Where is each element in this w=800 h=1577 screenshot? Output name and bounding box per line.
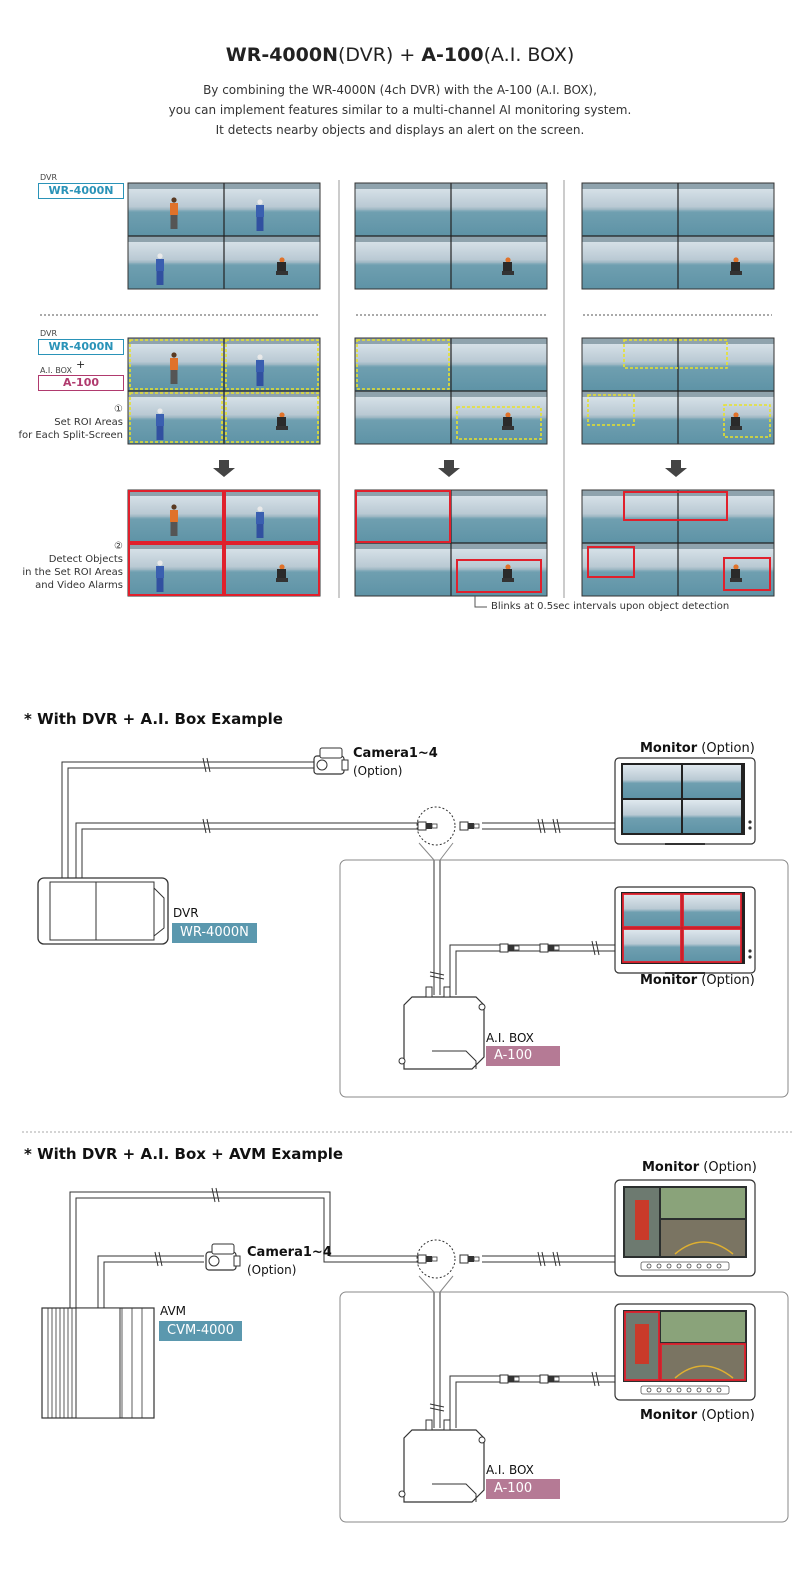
avm-monitor-top [614, 1179, 756, 1277]
monitor-bottom-label-ex2: Monitor (Option) [640, 1408, 755, 1423]
ai-model-plate-ex2: A-100 [486, 1479, 560, 1499]
screen-row3-col3 [582, 490, 774, 596]
screen-row1-col3 [582, 183, 774, 289]
monitor-bottom-label-ex1: Monitor (Option) [640, 973, 755, 988]
dvr-device [37, 877, 169, 945]
blink-note: Blinks at 0.5sec intervals upon object d… [491, 601, 730, 612]
avm-monitor-bottom-alarm [614, 1303, 756, 1401]
monitor-top-label-ex2: Monitor (Option) [642, 1160, 757, 1175]
cable-break-icon [154, 1187, 600, 1412]
intro-text: By combining the WR-4000N (4ch DVR) with… [168, 83, 632, 137]
dvr-model-plate-ex1: WR-4000N [172, 923, 257, 943]
monitor-top [614, 757, 756, 845]
screen-row2-col1 [128, 338, 320, 444]
step2-text: ② Detect Objects in the Set ROI Areas an… [22, 541, 123, 591]
example1-heading: * With DVR + A.I. Box Example [24, 710, 283, 728]
avm-model-plate-ex2: CVM-4000 [159, 1321, 242, 1341]
screen-row2-col3 [582, 338, 774, 444]
ai-tag-ex1: A.I. BOX [486, 1031, 534, 1045]
ai-model-plate-ex1: A-100 [486, 1046, 560, 1066]
ai-model-label-row2: A-100 [38, 375, 124, 391]
step1-text: ① Set ROI Areas for Each Split-Screen [18, 404, 123, 441]
camera-icon [205, 1243, 241, 1271]
arrow-down-icon [213, 460, 687, 477]
example1-diagram [61, 761, 789, 1098]
dvr-tag-row2: DVR [40, 329, 58, 338]
screen-row1-col1 [128, 183, 320, 289]
dvr-tag-row1: DVR [40, 173, 58, 182]
screen-row1-col2 [355, 183, 547, 289]
screen-row3-col2 [355, 490, 547, 596]
screen-row3-col1 [128, 490, 320, 596]
page-title: WR-4000N(DVR) + A-100(A.I. BOX) [225, 44, 575, 66]
screen-row2-col2 [355, 338, 547, 444]
ai-box-device [398, 986, 486, 1070]
ai-tag-ex2: A.I. BOX [486, 1463, 534, 1477]
avm-device [41, 1307, 155, 1419]
plus-sign: + [76, 358, 86, 371]
camera-icon [313, 747, 349, 775]
example2-diagram [69, 1191, 789, 1523]
camera-option-ex2: (Option) [247, 1263, 297, 1277]
camera-label-ex2: Camera1~4 [247, 1245, 332, 1260]
avm-tag-ex2: AVM [160, 1304, 187, 1318]
ai-box-device [398, 1419, 486, 1503]
cable-break-icon [202, 757, 600, 980]
camera-option-ex1: (Option) [353, 764, 403, 778]
ai-tag-row2: A.I. BOX [40, 366, 72, 375]
dvr-model-label-row2: WR-4000N [38, 339, 124, 355]
camera-label-ex1: Camera1~4 [353, 746, 438, 761]
example2-heading: * With DVR + A.I. Box + AVM Example [24, 1145, 344, 1163]
monitor-bottom-alarm [614, 886, 756, 974]
monitor-top-label-ex1: Monitor (Option) [640, 741, 755, 756]
dvr-tag-ex1: DVR [173, 906, 199, 920]
dvr-model-label-row1: WR-4000N [38, 183, 124, 199]
